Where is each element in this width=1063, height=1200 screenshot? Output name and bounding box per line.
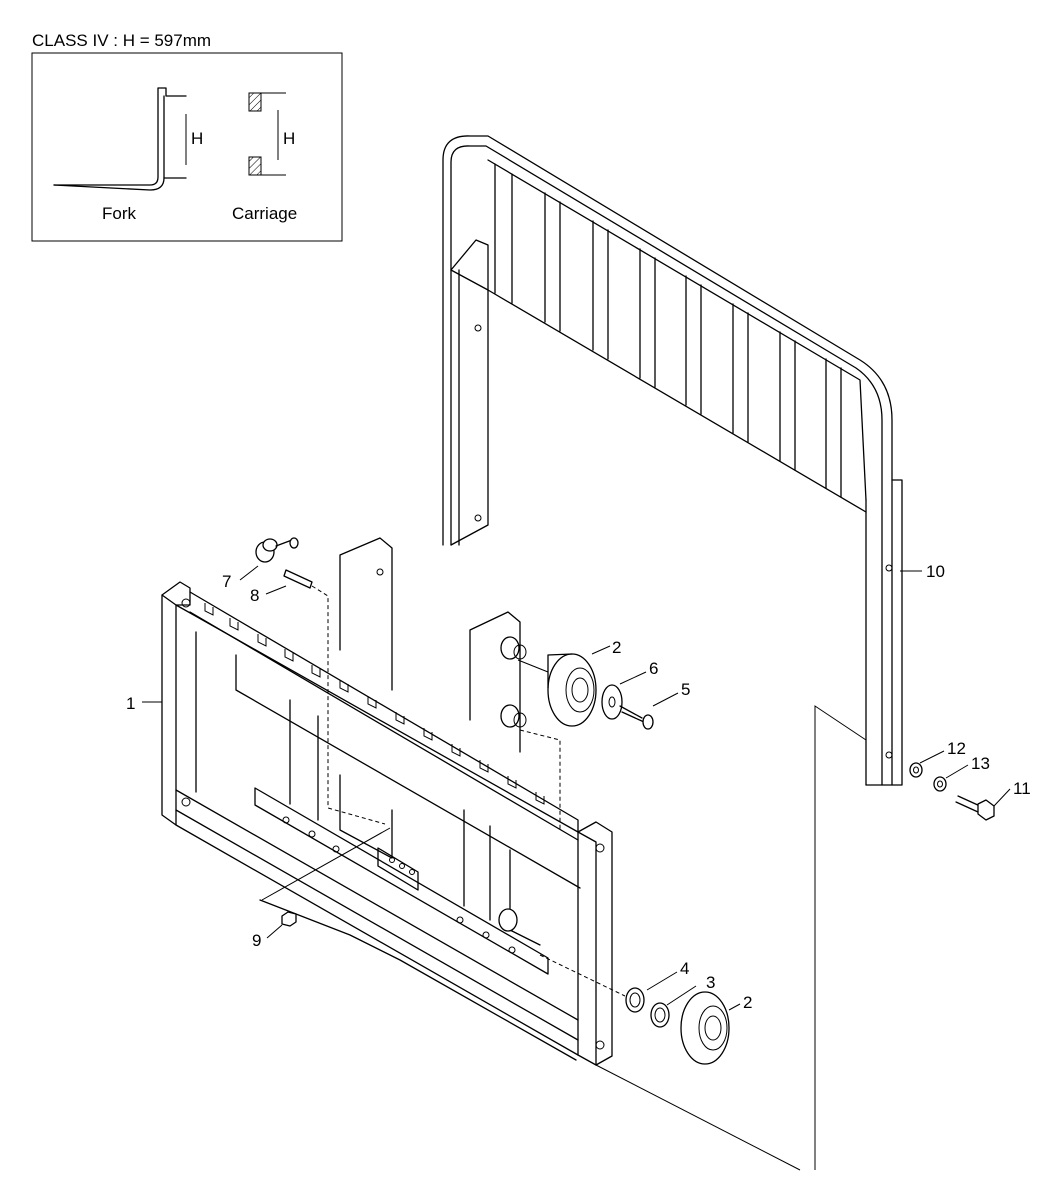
carriage-h-symbol: H: [283, 129, 295, 148]
callout-12: 12: [947, 739, 966, 758]
callout-13: 13: [971, 754, 990, 773]
shim-part4: [625, 987, 645, 1013]
callout-9: 9: [252, 931, 261, 950]
lock-washer-part13: [933, 776, 947, 792]
callout-labels: 1 2 2 3 4 5 6 7 8 9 10 11 12 13: [126, 562, 1031, 1012]
callout-8: 8: [250, 586, 259, 605]
bolt-part11: [955, 795, 995, 821]
fork-carriage-drawing: [161, 581, 613, 1066]
mast-plate-drawing: [339, 537, 541, 946]
fork-h-symbol: H: [191, 129, 203, 148]
load-roller-upper: [547, 653, 597, 727]
load-backrest-drawing: [442, 135, 903, 786]
callout-leaders: [142, 565, 1011, 1011]
callout-4: 4: [680, 959, 689, 978]
callout-2-upper: 2: [612, 638, 621, 657]
thrust-washer-part6: [601, 684, 623, 720]
callout-5: 5: [681, 680, 690, 699]
load-roller-lower: [680, 991, 730, 1065]
callout-11: 11: [1013, 779, 1031, 798]
callout-7: 7: [222, 572, 231, 591]
fork-label: Fork: [102, 204, 137, 223]
callout-3: 3: [706, 973, 715, 992]
inset-box: H Fork H Carriage: [31, 52, 343, 242]
shim-part3: [650, 1002, 670, 1028]
assembly-lines: [261, 585, 867, 1171]
callout-6: 6: [649, 659, 658, 678]
fork-profile-drawing: [53, 87, 187, 191]
callout-1: 1: [126, 694, 135, 713]
bolt-part7: [255, 537, 299, 563]
nut-part9: [281, 911, 297, 927]
callout-10: 10: [926, 562, 945, 581]
washer-part12: [909, 762, 923, 778]
class-note: CLASS IV : H = 597mm: [32, 31, 211, 50]
roller-shaft-stubs: [498, 636, 527, 932]
carriage-profile-drawing: [248, 92, 286, 176]
carriage-label: Carriage: [232, 204, 297, 223]
stud-part8: [283, 569, 313, 589]
callout-2-lower: 2: [743, 993, 752, 1012]
screw-part5: [619, 705, 654, 730]
